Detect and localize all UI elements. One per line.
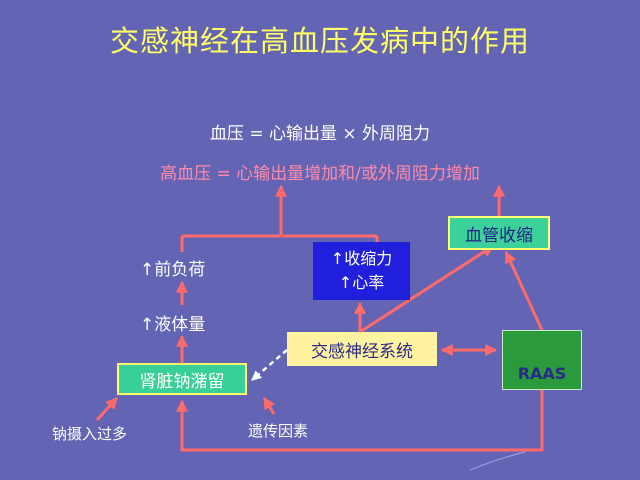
heart-rate-label: ↑心率	[338, 273, 385, 292]
genetic-factors-label: 遗传因素	[248, 422, 309, 440]
sympathetic-system-label: 交感神经系统	[311, 341, 413, 362]
sodium-intake-label: 钠摄入过多	[52, 425, 128, 443]
contractility-box: ↑收缩力 ↑心率	[313, 242, 410, 300]
raas-to-vaso-arrow	[504, 250, 544, 331]
raas-to-kidney-loop	[176, 390, 544, 452]
hypertension-equation: 高血压 = 心输出量增加和/或外周阻力增加	[160, 164, 480, 184]
raas-label: RAAS	[517, 364, 567, 383]
contractility-label: ↑收缩力	[330, 249, 393, 268]
vasoconstriction-label: 血管收缩	[465, 225, 533, 246]
page-title: 交感神经在高血压发病中的作用	[109, 24, 530, 58]
decorative-stroke	[469, 451, 526, 471]
sns-to-kidney-dashed-arrow	[251, 349, 288, 381]
salt-to-kidney-arrow	[95, 396, 119, 422]
genetic-to-kidney-arrow	[262, 396, 276, 415]
kidney-sodium-retention-box: 肾脏钠潴留	[117, 363, 247, 395]
basic-equation: 血压 = 心输出量 × 外周阻力	[209, 124, 431, 144]
sympathetic-system-box: 交感神经系统	[287, 332, 437, 366]
vasoconstriction-box: 血管收缩	[448, 216, 550, 250]
raas-box: RAAS	[502, 330, 582, 390]
kidney-sodium-retention-label: 肾脏钠潴留	[139, 371, 225, 392]
sns-to-vaso-arrow	[359, 244, 495, 334]
fluid-volume-label: ↑液体量	[140, 315, 206, 335]
preload-label: ↑前负荷	[140, 260, 206, 280]
